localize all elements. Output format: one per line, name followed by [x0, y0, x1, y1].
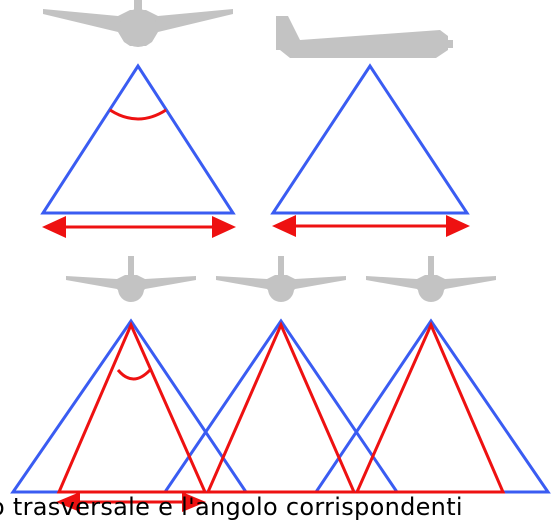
- plane-front-bottom-1: [66, 256, 196, 302]
- plane-front-bottom-2: [216, 256, 346, 302]
- angle-arc-top-left: [109, 108, 167, 121]
- wide-swath-triangle-3: [313, 318, 551, 494]
- wide-swath-triangle-2: [162, 318, 400, 494]
- wide-swath-triangle-1: [10, 318, 249, 494]
- angle-arc-bottom: [116, 368, 152, 381]
- caption-text: o trasversale e l'angolo corrispondenti: [0, 493, 463, 521]
- plane-front-top-left: [43, 0, 233, 47]
- plane-side-top-right: [276, 16, 453, 58]
- narrow-swath-triangle-3: [354, 321, 506, 494]
- swath-triangle-top-right: [270, 63, 470, 215]
- swath-width-arrow-top-left: [42, 216, 236, 238]
- narrow-swath-triangle-2: [205, 321, 357, 494]
- narrow-swath-triangles: [56, 321, 506, 494]
- swath-triangle-top-left: [40, 63, 236, 215]
- swath-width-arrow-top-right: [272, 215, 470, 237]
- narrow-swath-triangle-1: [56, 321, 208, 494]
- plane-front-bottom-3: [366, 256, 496, 302]
- swath-width-arrow-bottom: [56, 492, 206, 512]
